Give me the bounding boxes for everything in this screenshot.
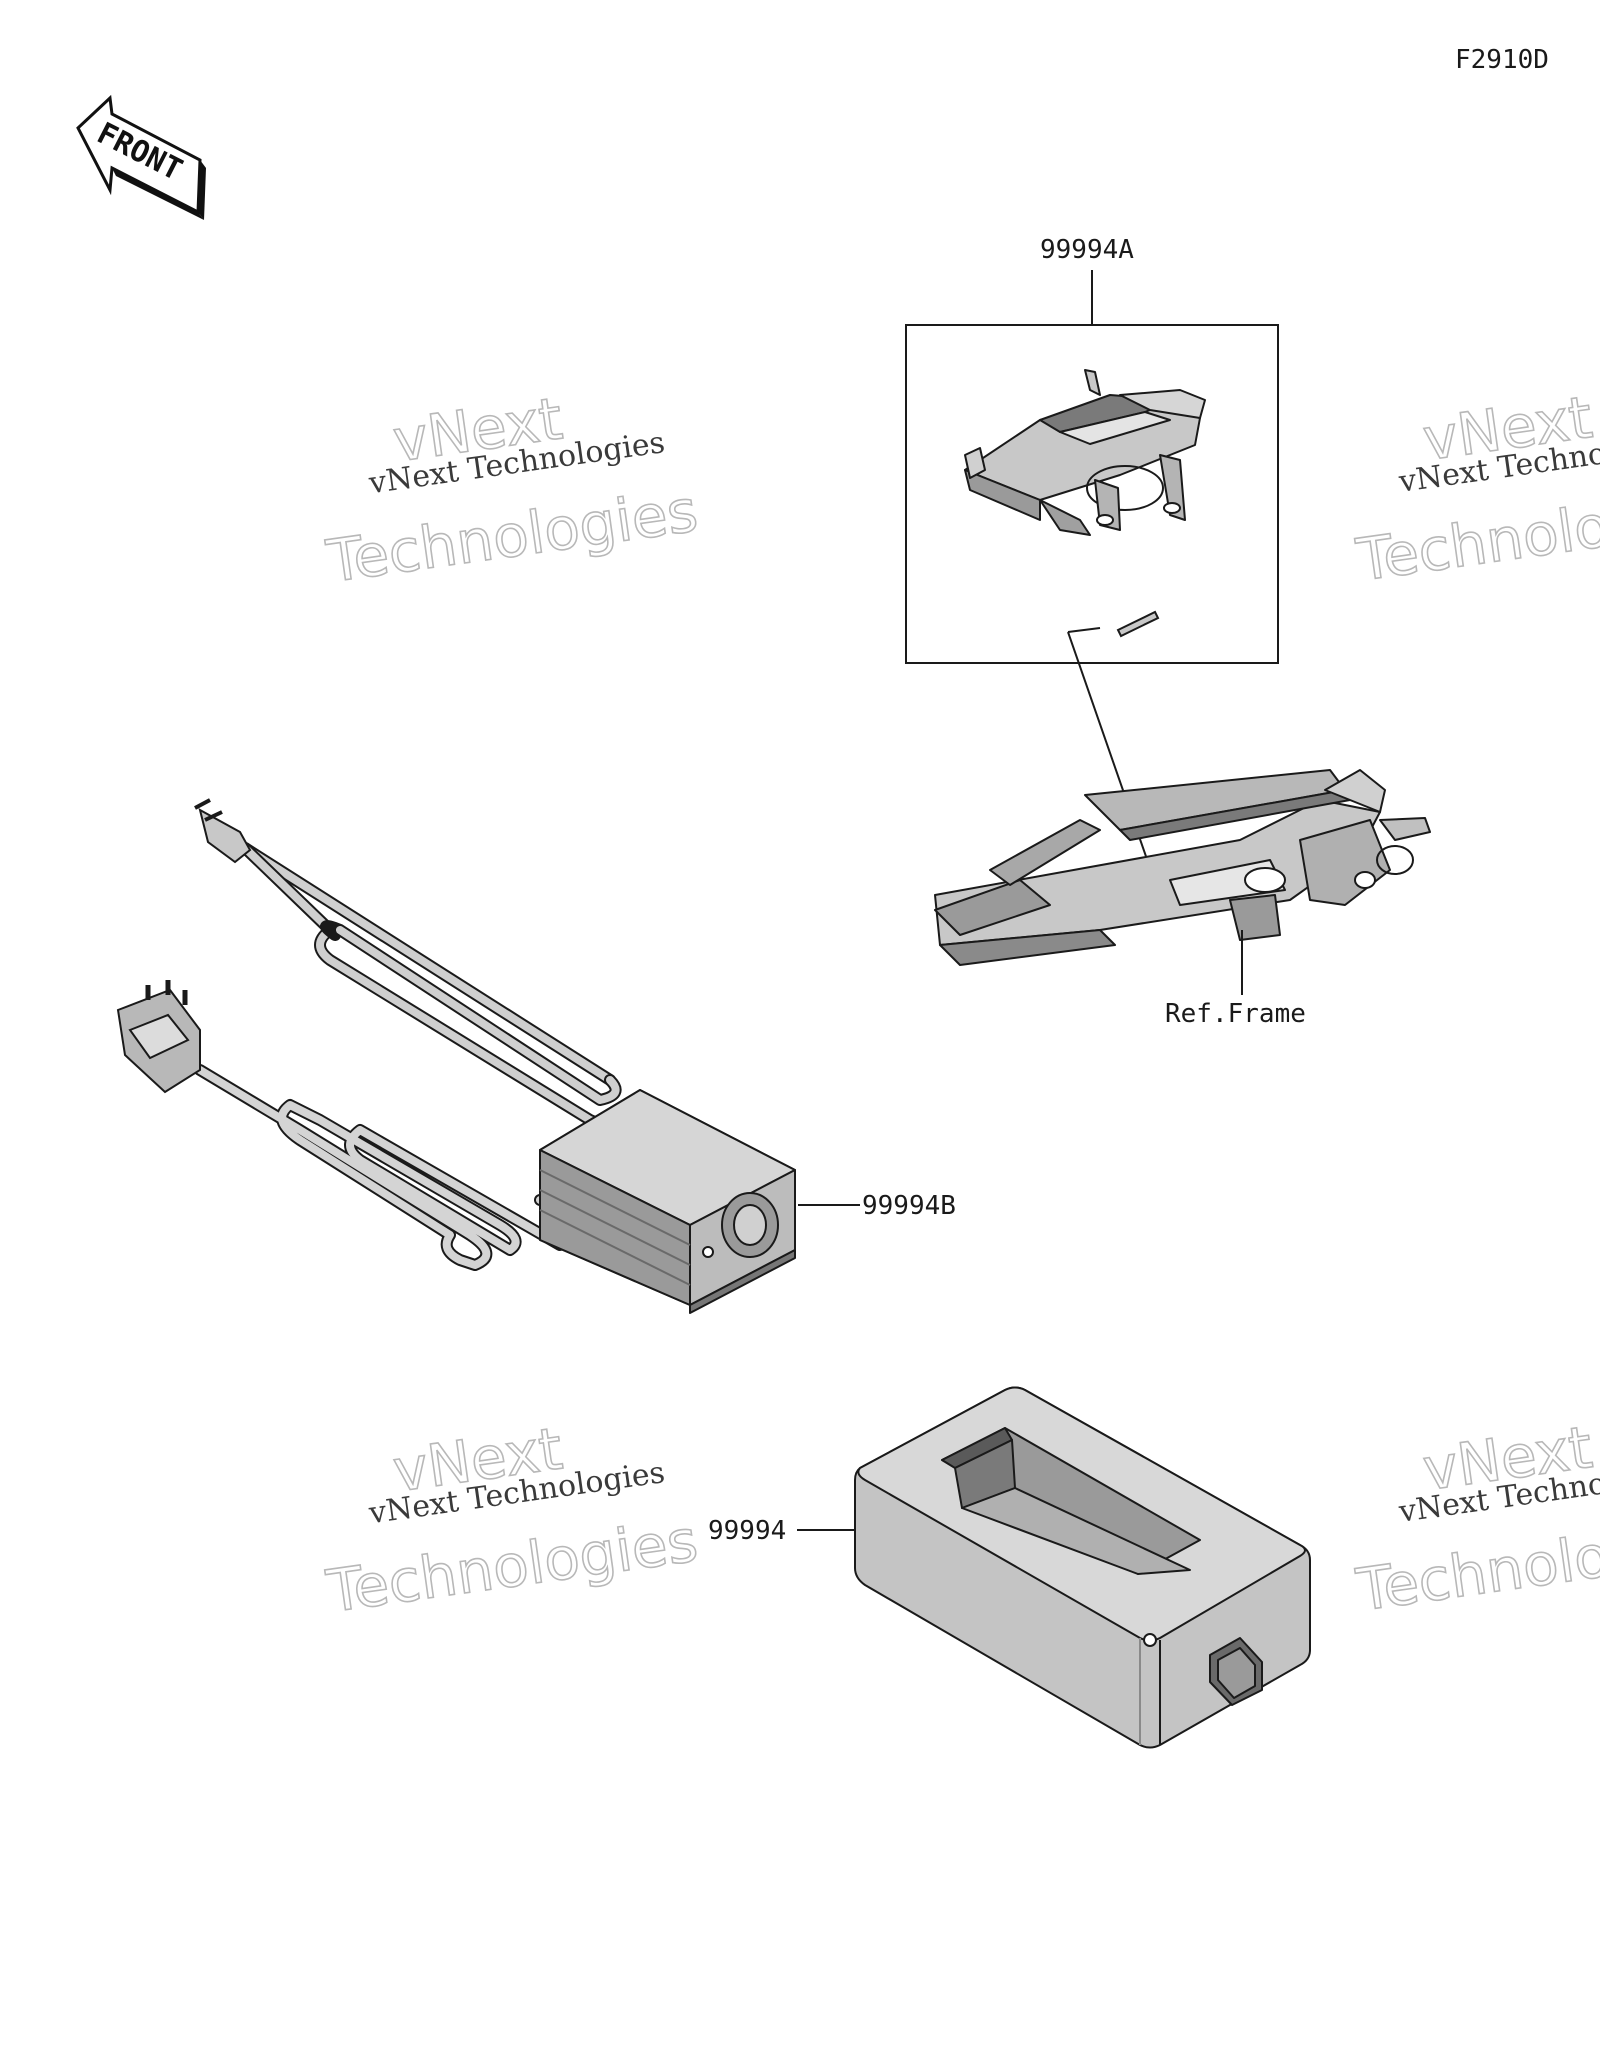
callout-99994A: 99994A [1040,235,1134,265]
pin-part [1116,610,1160,638]
kit-box [905,324,1279,664]
watermark-2: vNext vNext Technologies Technologies [1351,382,1600,595]
watermark-4: vNext vNext Technologies Technologies [1351,1412,1600,1625]
diagram-code: F2910D [1455,45,1549,75]
callout-99994: 99994 [708,1516,786,1546]
battery-mount-bracket [964,369,1206,536]
frame-reference [934,769,1431,966]
front-arrow-icon: FRONT [76,94,206,220]
eu-plug-icon [116,980,201,1094]
watermark-1: vNext vNext Technologies Technologies [321,384,702,597]
callout-ref-frame: Ref.Frame [1165,999,1306,1029]
charger-unit [539,1089,796,1314]
charging-dock [854,1386,1311,1749]
callout-99994B: 99994B [862,1191,956,1221]
watermark-2-line3: Technologies [1352,475,1600,594]
us-plug-icon [194,798,252,864]
watermark-4-line3: Technologies [1352,1505,1600,1624]
pin-leader-top [1067,627,1101,633]
watermark-3: vNext vNext Technologies Technologies [321,1414,702,1627]
watermark-4-line2: vNext [1419,1413,1596,1504]
